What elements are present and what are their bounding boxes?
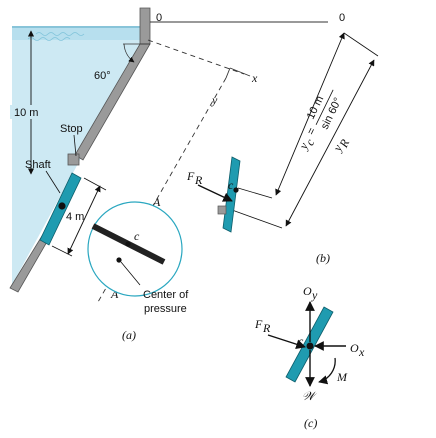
y-axis-label: y xyxy=(211,93,218,107)
stop-block-b xyxy=(217,205,227,215)
oy-sub: y xyxy=(311,288,318,302)
center-of-pressure-pointer xyxy=(120,261,141,286)
gate-plate-b xyxy=(222,156,241,233)
moment-arc xyxy=(318,357,336,385)
part-c: c O y O x F R 𝒲 M (c) xyxy=(254,284,365,430)
force-label-c: F xyxy=(254,317,263,331)
section-A-top-label: A xyxy=(152,195,161,209)
centroid-ext-b xyxy=(237,187,273,199)
x-axis-label: x xyxy=(251,71,258,85)
ox-sub: x xyxy=(358,345,365,359)
depth-label: 10 m xyxy=(14,107,38,119)
oy-label: O xyxy=(303,284,312,298)
gate-length-label: 4 m xyxy=(66,211,84,223)
yc-subscript: c xyxy=(302,136,317,148)
yc-equals: = xyxy=(305,126,319,137)
center-of-pressure-point xyxy=(116,257,122,263)
force-arrow-c xyxy=(267,334,306,349)
stop-block xyxy=(67,153,80,166)
center-of-pressure-label-2: pressure xyxy=(144,303,187,315)
centroid-point-c xyxy=(306,342,314,350)
gate-length-dimension xyxy=(67,185,101,255)
angle-label: 60° xyxy=(94,70,111,82)
depth-label-bg xyxy=(10,105,50,119)
part-a: 0 x y 60° 10 m Stop Shaft 4 m A A c Cent… xyxy=(9,7,328,342)
yr-dimension xyxy=(285,59,375,227)
water-surface-band xyxy=(12,26,146,40)
centroid-point-b xyxy=(233,187,239,193)
x-axis-tick xyxy=(225,67,231,79)
origin-label-a: 0 xyxy=(156,12,162,24)
caption-b: (b) xyxy=(316,251,330,265)
center-of-pressure-label-1: Center of xyxy=(143,289,189,301)
origin-ext-b xyxy=(343,32,379,57)
pressure-ext-b xyxy=(231,209,283,229)
force-sub-c: R xyxy=(262,321,271,335)
stop-label: Stop xyxy=(60,123,83,135)
weight-label: 𝒲 xyxy=(302,389,318,403)
caption-c: (c) xyxy=(304,416,317,430)
moment-label: M xyxy=(336,370,348,384)
stop-pointer xyxy=(73,134,77,157)
ox-label: O xyxy=(350,341,359,355)
x-axis-line xyxy=(229,67,251,77)
gate-shaft-point xyxy=(58,202,66,210)
shaft-label: Shaft xyxy=(25,159,51,171)
shaft-pointer xyxy=(45,170,61,194)
origin-label-b: 0 xyxy=(339,12,345,24)
angle-arc xyxy=(123,43,135,63)
centroid-point-a xyxy=(125,241,131,247)
force-arrow-b xyxy=(197,184,233,202)
centroid-label-b: c xyxy=(228,178,234,192)
water-ripples xyxy=(27,32,85,41)
tank-wall-vertical xyxy=(139,7,151,45)
force-label-b: F xyxy=(186,169,195,183)
force-sub-b: R xyxy=(194,173,203,187)
yc-fraction-bar xyxy=(315,89,334,126)
y-axis-dashed xyxy=(97,77,227,303)
gate-length-ext-top xyxy=(83,177,107,191)
centroid-label-a: c xyxy=(134,229,140,243)
part-b: 0 y c = 10 m sin 60° y R c F R (b) xyxy=(186,12,379,265)
surface-to-gate-dashed xyxy=(147,39,245,75)
section-A-bottom-label: A xyxy=(110,287,119,301)
caption-a: (a) xyxy=(122,328,136,342)
